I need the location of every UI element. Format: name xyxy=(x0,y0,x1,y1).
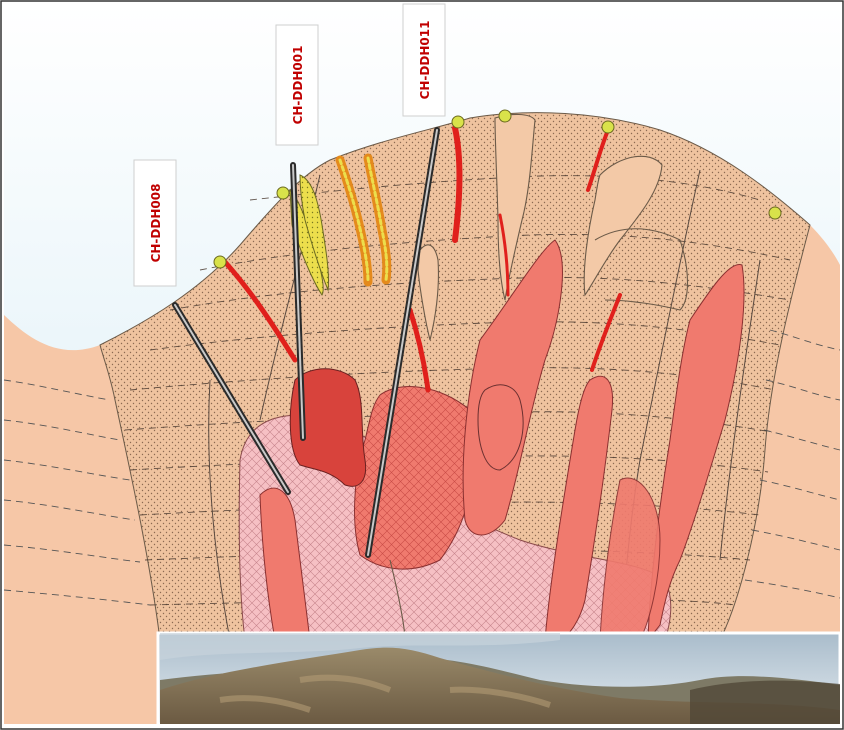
label-text-ch-ddh011: CH-DDH011 xyxy=(418,21,432,100)
collar-marker xyxy=(452,116,464,128)
label-ch-ddh008: CH-DDH008 xyxy=(134,160,176,286)
collar-marker xyxy=(602,121,614,133)
label-ch-ddh001: CH-DDH001 xyxy=(276,25,318,145)
collar-marker xyxy=(214,256,226,268)
collar-marker xyxy=(499,110,511,122)
label-text-ch-ddh001: CH-DDH001 xyxy=(291,46,305,125)
collar-marker xyxy=(277,187,289,199)
photo-inset xyxy=(158,633,840,724)
photo-dark-ridge xyxy=(690,681,840,724)
label-text-ch-ddh008: CH-DDH008 xyxy=(149,184,163,263)
collar-marker xyxy=(769,207,781,219)
label-ch-ddh011: CH-DDH011 xyxy=(403,4,445,116)
